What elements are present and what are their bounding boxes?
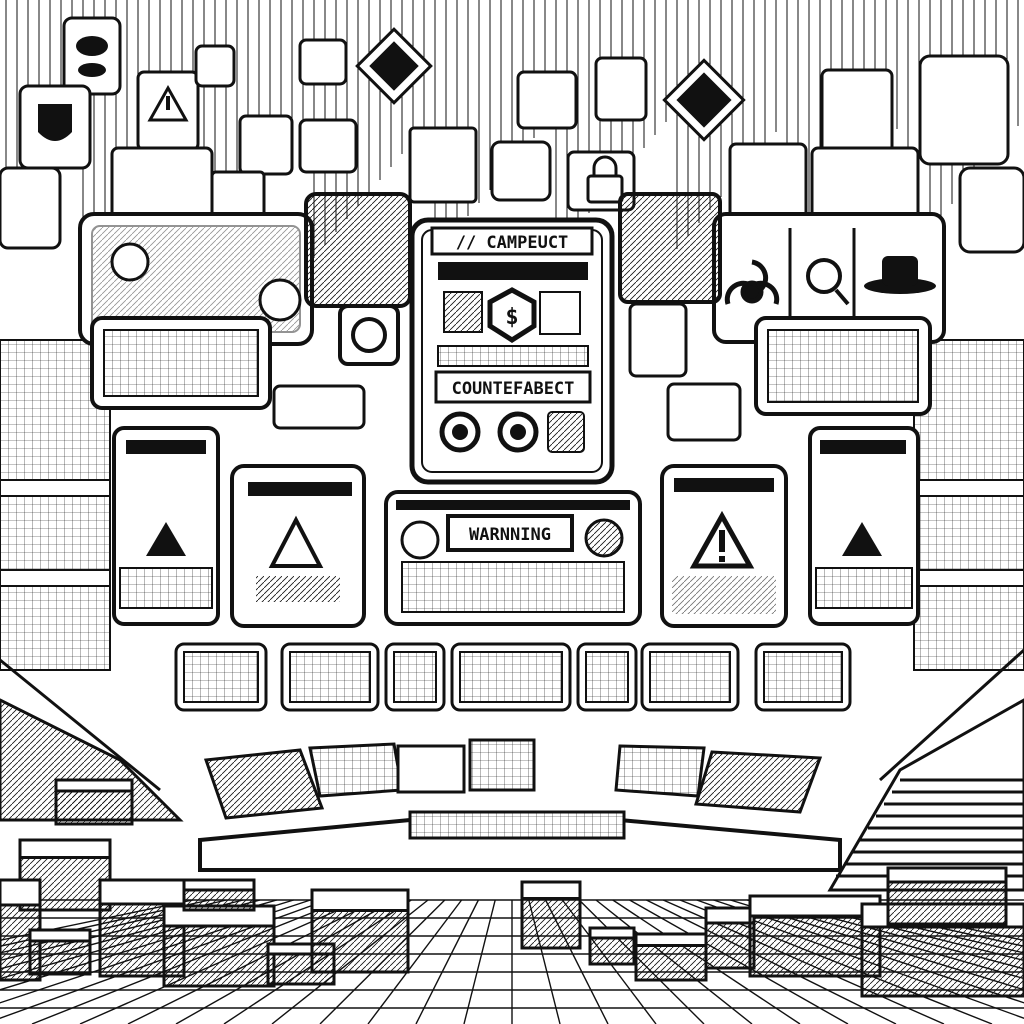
left-mid-banner — [90, 316, 366, 430]
crate-lid — [54, 778, 134, 793]
monitor-screen — [585, 651, 629, 703]
warning-triangle-icon — [147, 84, 189, 122]
crate-lid — [28, 928, 92, 943]
left-warning-board — [112, 426, 220, 626]
floor-line — [463, 899, 496, 1024]
crate-lid — [0, 878, 42, 907]
central-panel-footer: COUNTEFABECT — [452, 379, 575, 399]
warning-panel: WARNNING — [384, 490, 642, 626]
hat-icon — [864, 256, 936, 294]
warning-label: WARNNING — [469, 525, 551, 545]
right-shelves — [913, 339, 1024, 671]
floor-line — [415, 899, 480, 1024]
cloud-icon — [76, 36, 108, 77]
monitor-screen — [649, 651, 731, 703]
monitor-screen — [459, 651, 563, 703]
left-stairs — [0, 658, 184, 822]
right-mid-banner — [618, 192, 932, 442]
crate-lid — [588, 926, 636, 940]
left-center-warning-board — [230, 464, 366, 628]
monitor-screen — [183, 651, 259, 703]
dollar-hexagon-icon: $ — [487, 287, 537, 343]
crate-lid — [98, 878, 186, 906]
monitor-screen — [763, 651, 843, 703]
monitor-screen — [289, 651, 371, 703]
padlock-icon — [586, 155, 624, 204]
monitor-row — [174, 642, 852, 712]
crate-lid — [182, 878, 256, 892]
shield-icon — [38, 104, 72, 141]
crate-lid — [310, 888, 410, 912]
counter-desks — [198, 738, 842, 872]
right-warning-board — [808, 426, 920, 626]
magnifier-icon — [806, 258, 850, 306]
crossed-emblem-sign — [338, 304, 400, 366]
right-stairs — [827, 648, 1024, 892]
monitor-screen — [393, 651, 437, 703]
crate-lid — [634, 932, 708, 947]
upper-left-map-banner — [304, 192, 412, 308]
crate-lid — [18, 838, 112, 859]
top-sign-row — [0, 16, 1024, 254]
upper-left-banner — [78, 212, 314, 346]
crate-lid — [704, 906, 756, 925]
warning-triangle-icon — [689, 510, 755, 569]
biohazard-icon — [724, 259, 780, 305]
crate-lid — [520, 880, 582, 900]
floor-line — [0, 899, 193, 942]
central-panel: // CAMPEUCT $ COUNTEFABECT — [409, 217, 615, 485]
floor-line — [367, 899, 463, 1024]
dollar-glyph: $ — [505, 305, 518, 330]
crates — [0, 778, 1024, 998]
central-panel-header: // CAMPEUCT — [456, 233, 569, 253]
crate-lid — [886, 866, 1008, 884]
diamond-signs — [355, 27, 746, 142]
right-center-warning-board — [660, 464, 788, 628]
